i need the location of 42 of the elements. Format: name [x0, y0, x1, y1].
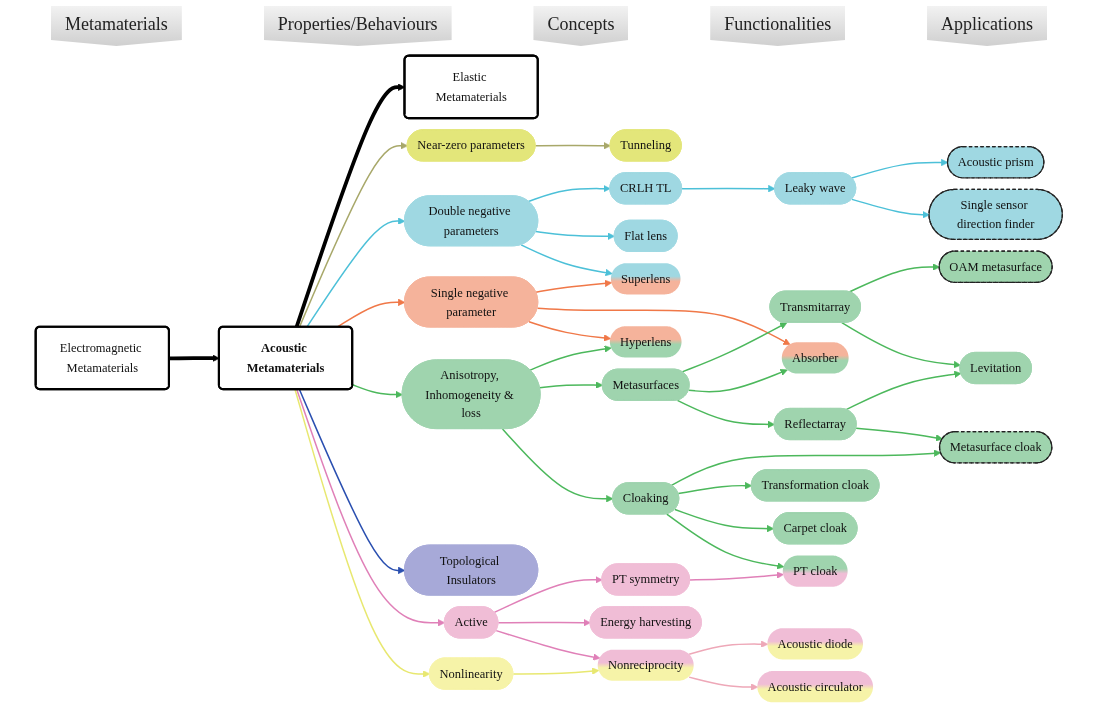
arrow: [851, 198, 930, 218]
arrow: [688, 675, 759, 691]
arrow: [670, 449, 942, 486]
arrow: [536, 307, 791, 345]
arrow: [527, 184, 611, 202]
arrow: [528, 320, 612, 342]
arrow: [520, 243, 613, 276]
node-box: Acoustic circulator: [757, 670, 874, 702]
arrow: [534, 141, 611, 149]
arrow: [841, 321, 961, 368]
arrow: [535, 230, 615, 240]
arrow: [298, 388, 406, 574]
arrow: [512, 667, 600, 675]
arrow: [351, 383, 403, 398]
arrow: [855, 427, 943, 441]
arrow: [688, 640, 769, 655]
arrow: [674, 508, 775, 532]
node-box: Superlens: [610, 262, 681, 294]
arrow: [535, 279, 613, 293]
arrow: [493, 575, 603, 613]
node-box: Nonreciprocity: [597, 649, 694, 681]
arrow: [689, 571, 784, 581]
arrow: [677, 481, 753, 494]
column-header: Metamaterials: [50, 6, 182, 46]
arrow: [681, 184, 776, 192]
arrow: [666, 512, 785, 569]
column-header: Concepts: [533, 6, 629, 46]
arrow: [495, 629, 601, 661]
arrow: [296, 388, 446, 626]
arrow: [501, 427, 614, 502]
arrow: [294, 388, 431, 678]
arrow: [845, 370, 962, 410]
node-box: Hyperlens: [609, 325, 682, 357]
arrow: [497, 618, 591, 626]
arrow: [676, 399, 775, 428]
node-box: Acoustic diode: [767, 627, 863, 659]
column-header: Functionalities: [710, 6, 846, 46]
column-header: Applications: [927, 6, 1048, 46]
arrow: [688, 368, 788, 392]
arrow: [539, 380, 603, 389]
column-header: Properties/Behaviours: [263, 6, 452, 46]
arrow: [529, 344, 612, 371]
